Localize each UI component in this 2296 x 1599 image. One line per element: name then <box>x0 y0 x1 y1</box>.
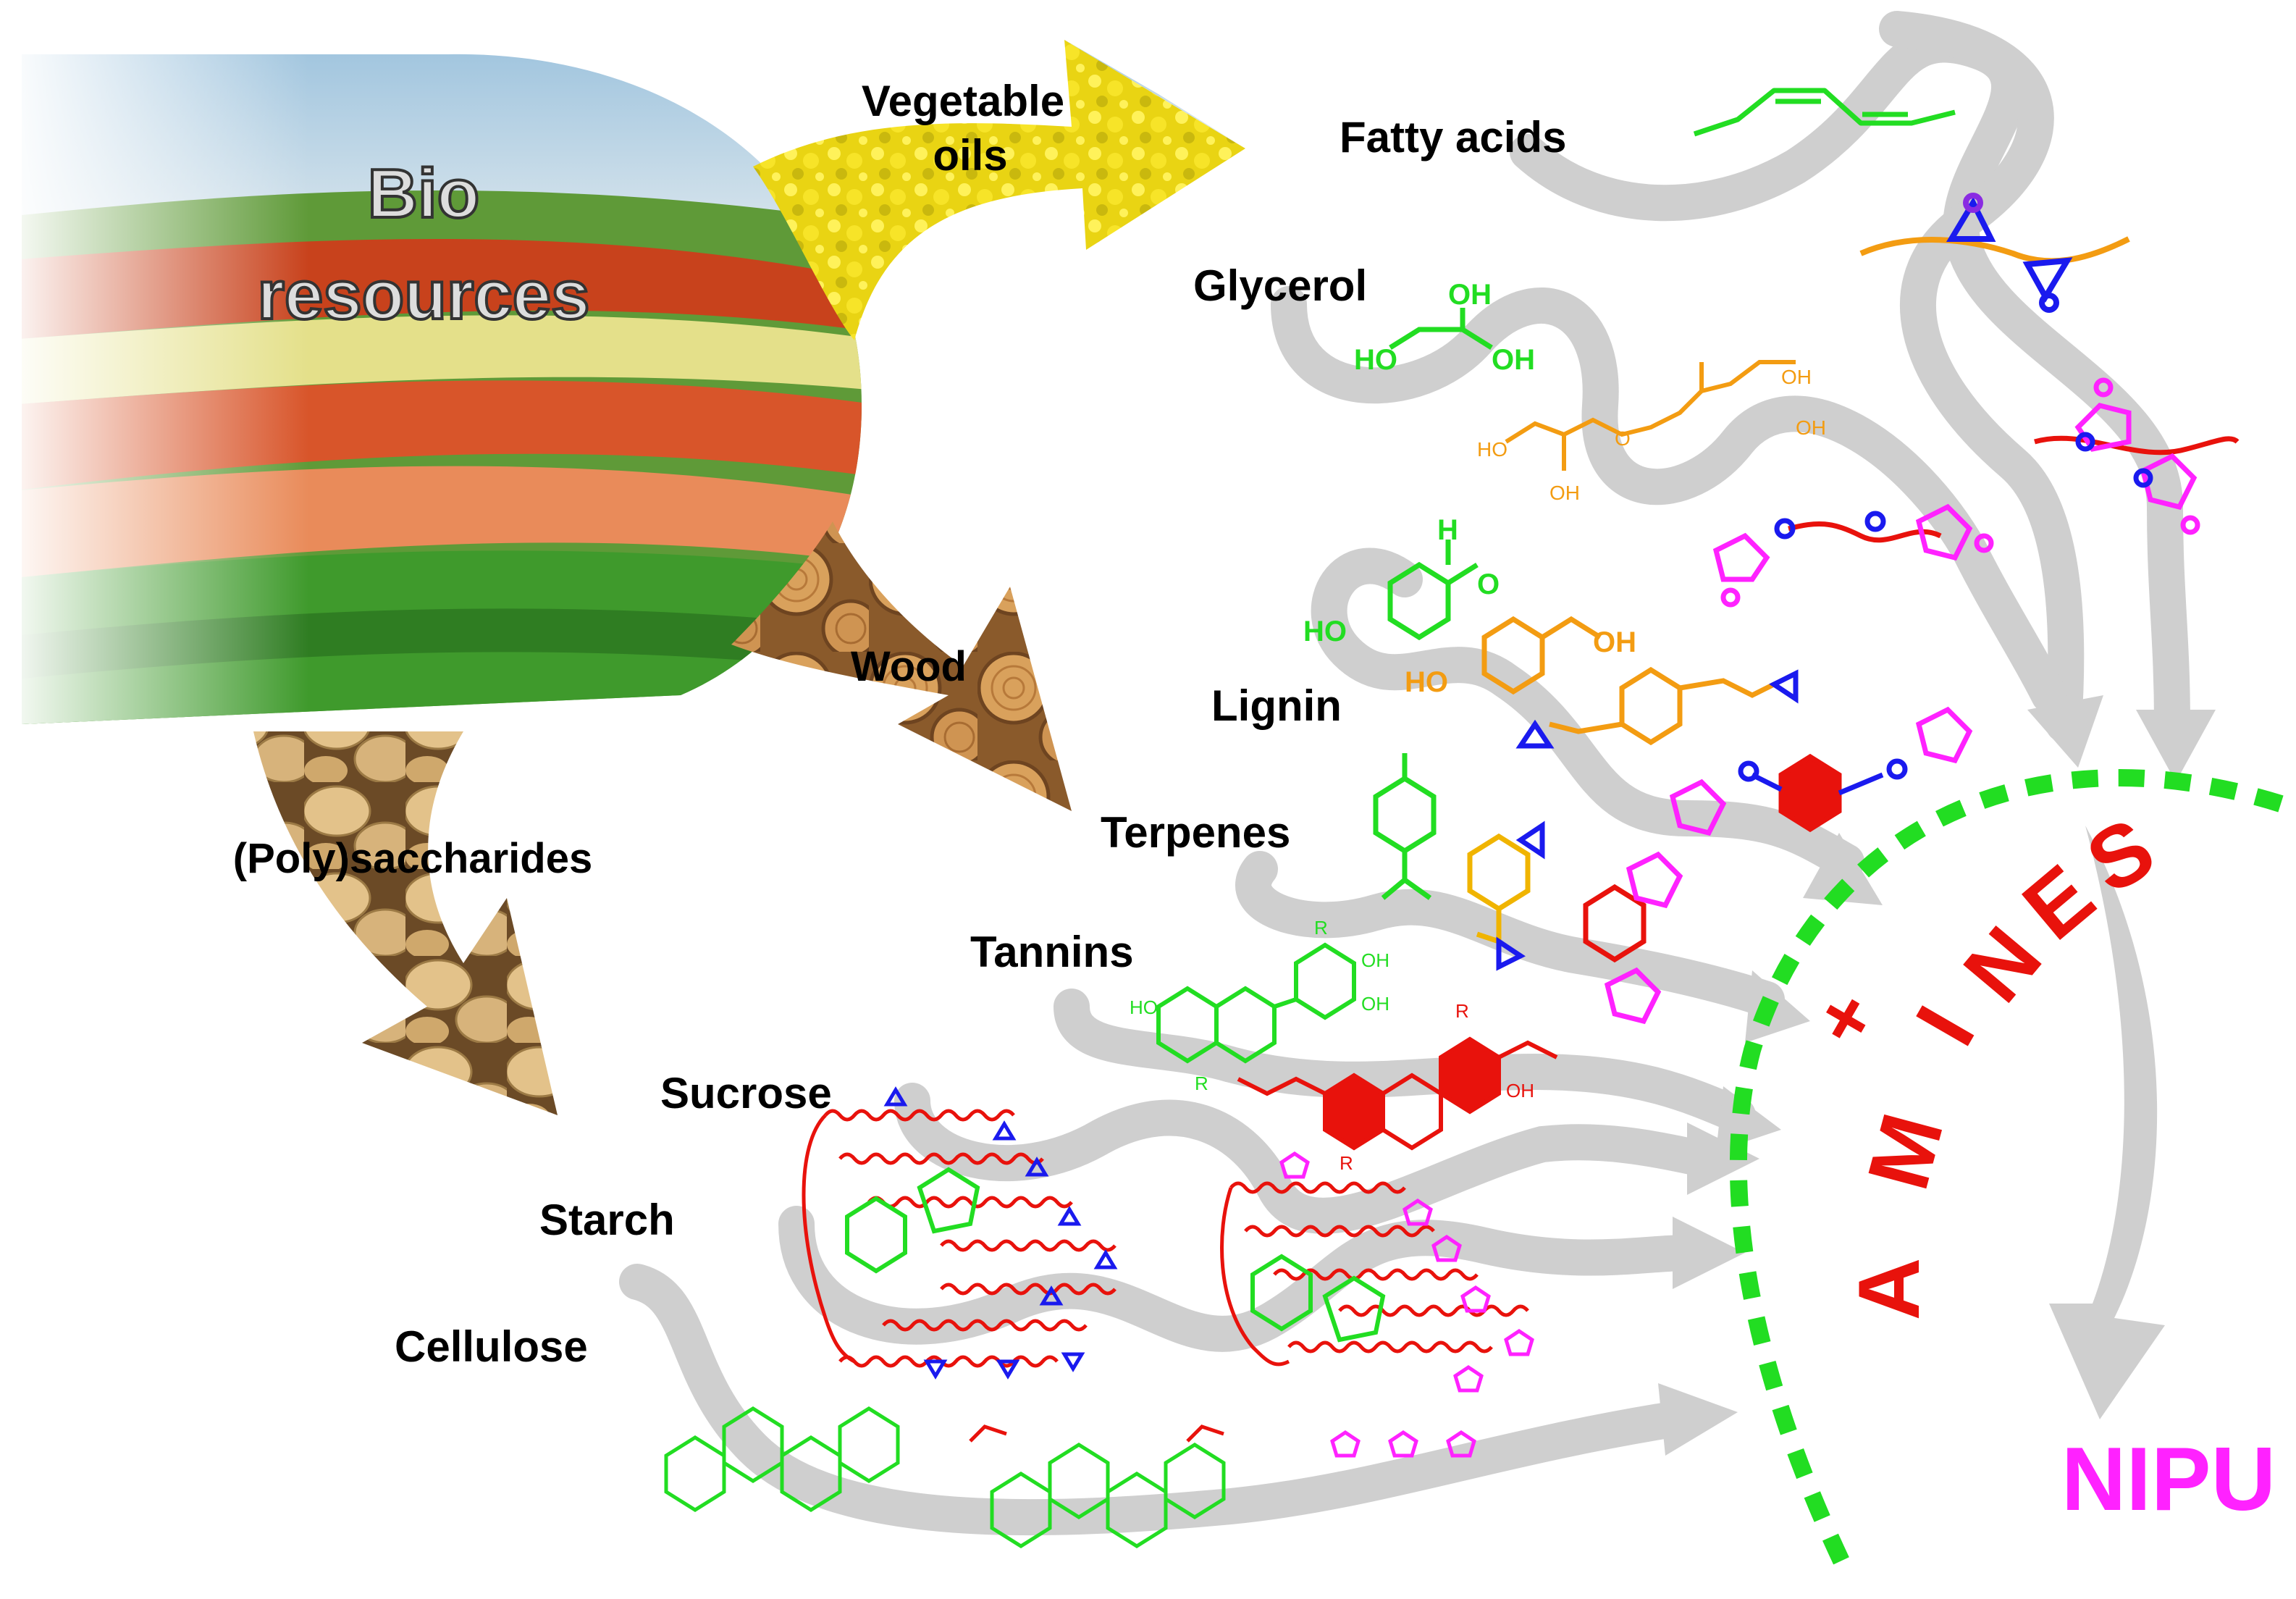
glycerol-carbonate <box>1712 503 1994 608</box>
flow-arrowheads <box>1658 695 2216 1456</box>
glycerol-oh-top: OH <box>1448 279 1492 311</box>
catechin-structure <box>1156 942 1356 1064</box>
vanillyl-oh: OH <box>1593 626 1636 658</box>
sucrose-flow <box>894 1083 1720 1234</box>
tannin-carbonate-structure <box>1237 1036 1558 1151</box>
limonene-structure <box>1373 753 1437 900</box>
terpene-carbonate <box>1583 851 1683 1025</box>
polyglycerol-o: O <box>1615 427 1631 450</box>
bio-label-line2: resources <box>258 256 590 334</box>
cellulose-structure-1 <box>664 1406 900 1512</box>
boundary-arc <box>1729 768 2284 1576</box>
catechin-r-top: R <box>1314 917 1328 939</box>
glycerol-flow <box>1271 286 2067 713</box>
bis-carbonate-red <box>1669 706 1973 836</box>
wood-arrow <box>731 521 1072 811</box>
starch-core <box>1250 1254 1386 1343</box>
sucrose-core <box>845 1167 980 1274</box>
source-label-cellulose: Cellulose <box>395 1322 588 1371</box>
source-label-glycerol: Glycerol <box>1193 261 1367 310</box>
vanillin-h: H <box>1437 514 1458 546</box>
polyglycerol-oh-1: HO <box>1477 438 1507 461</box>
vanillin-ho: HO <box>1303 616 1347 647</box>
vanillyl-alcohol-structure <box>1481 616 1602 695</box>
amines-letter-a: A <box>1841 1258 1938 1321</box>
glycerol-ho-left: HO <box>1354 344 1397 376</box>
polyglycerol-structure <box>1505 360 1796 471</box>
source-label-terpenes: Terpenes <box>1101 808 1290 857</box>
fatty-acid-flow <box>1510 26 2190 742</box>
plus-sign: + <box>1795 976 1896 1061</box>
wood-label: Wood <box>851 643 967 690</box>
polyglycerol-oh-3: OH <box>1781 366 1812 388</box>
glycerol-structure <box>1389 308 1493 350</box>
oxygen-atom <box>1963 193 1983 213</box>
amines-letter-m: M <box>1849 1104 1961 1199</box>
saccharides-label: (Poly)saccharides <box>233 835 592 882</box>
tannin-oh: OH <box>1506 1080 1534 1101</box>
tannin-r-top: R <box>1455 1000 1469 1022</box>
polyglycerol-oh-4: OH <box>1796 416 1826 439</box>
source-labels: Fatty acids Glycerol Lignin Terpenes Tan… <box>395 113 1566 1371</box>
vegetable-oils-label-2: oils <box>933 131 1007 180</box>
source-label-starch: Starch <box>539 1196 675 1244</box>
lignin-epoxy-structure <box>1515 666 1799 749</box>
carbonate-fatty-acid <box>2034 377 2240 535</box>
source-label-fatty-acids: Fatty acids <box>1340 113 1566 161</box>
polyglycerol-oh-2: OH <box>1549 482 1580 504</box>
catechin-r-bottom: R <box>1195 1073 1208 1094</box>
starch-flow <box>778 1206 1705 1352</box>
limonene-oxide-structure <box>1467 821 1545 971</box>
oxygen-atom <box>2039 293 2059 313</box>
nipu-label: NIPU <box>2061 1430 2276 1529</box>
vanillin-structure <box>1387 540 1479 641</box>
epoxidized-fatty-acid <box>1859 193 2130 313</box>
cellulose-structure-2 <box>969 1424 1226 1548</box>
vanillin-o: O <box>1477 568 1500 600</box>
terpene-flow <box>1235 851 1785 1017</box>
cellulose-flow <box>619 1264 1691 1536</box>
tannin-r-bottom: R <box>1340 1152 1353 1174</box>
vanillyl-ho: HO <box>1405 666 1448 698</box>
saccharides-arrow <box>253 731 558 1115</box>
catechin-oh-1: OH <box>1361 949 1389 971</box>
fatty-acid-chain <box>1693 88 1956 137</box>
catechin-oh-2: OH <box>1361 993 1389 1015</box>
glycerol-oh-right: OH <box>1492 344 1535 376</box>
sucrose-ester-chains <box>802 1109 1117 1368</box>
vegetable-oils-label-1: Vegetable <box>862 77 1064 125</box>
oils-sky <box>1064 40 1245 148</box>
sucrose-epoxides <box>883 1086 1118 1380</box>
catechin-ho: HO <box>1130 996 1158 1018</box>
source-label-lignin: Lignin <box>1211 681 1342 730</box>
bio-label-line1: Bio <box>368 155 480 232</box>
amines-letter-i: I <box>1897 991 1993 1061</box>
lignin-flow <box>1311 547 1864 880</box>
source-label-tannins: Tannins <box>970 928 1134 976</box>
vegetable-oils-arrow <box>753 40 1245 340</box>
starch-carbonates <box>1279 1151 1534 1458</box>
bio-resources-panel <box>22 54 862 725</box>
tannin-flow <box>1054 989 1756 1133</box>
final-arrow <box>2049 826 2165 1419</box>
source-label-sucrose: Sucrose <box>660 1069 832 1117</box>
fatty-acid-flow-2 <box>1879 11 2085 742</box>
